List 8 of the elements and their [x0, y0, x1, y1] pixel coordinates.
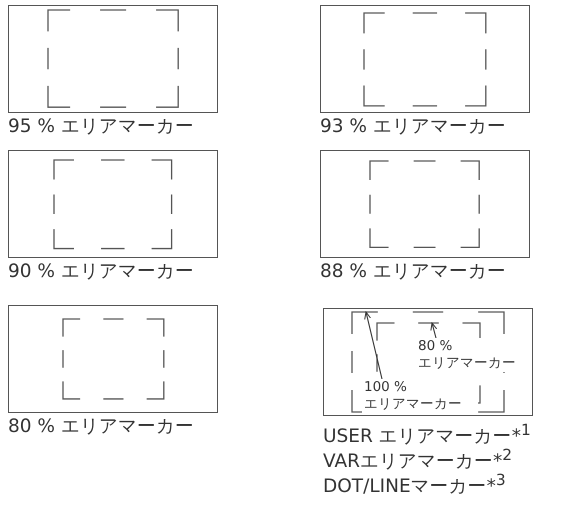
marker-caption: 80 % エリアマーカー	[8, 415, 194, 439]
node-label: 100 % エリアマーカー	[364, 379, 462, 412]
callout-label: 100 % エリアマーカー	[362, 379, 478, 413]
marker-caption: 90 % エリアマーカー	[8, 260, 194, 284]
node-label: 80 % エリアマーカー	[418, 338, 516, 371]
marker-caption: 88 % エリアマーカー	[320, 260, 506, 284]
marker-caption: 93 % エリアマーカー	[320, 115, 506, 139]
marker-caption: 95 % エリアマーカー	[8, 115, 194, 139]
